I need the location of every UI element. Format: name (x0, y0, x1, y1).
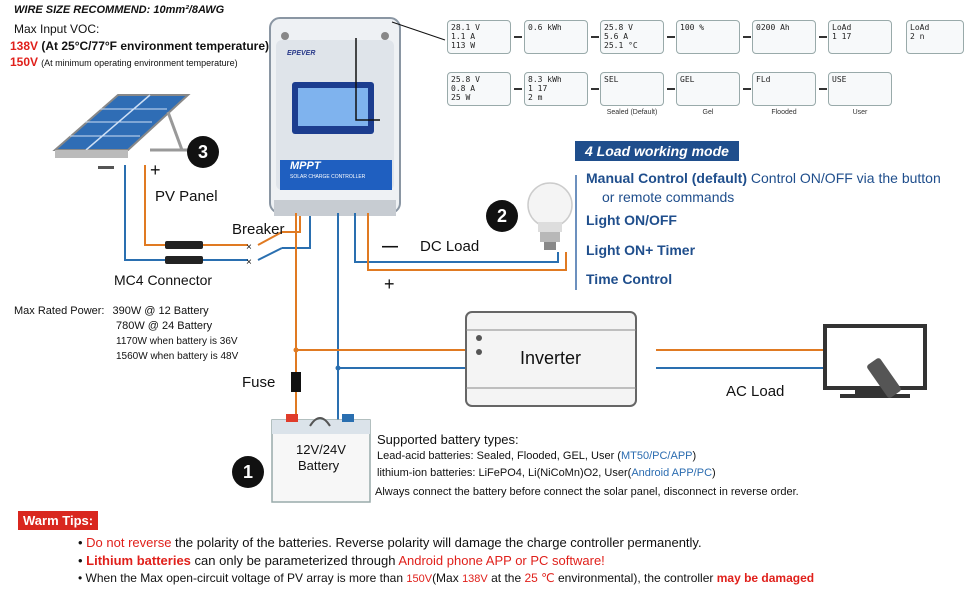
inverter-icon (465, 311, 637, 407)
max-rated-power: Max Rated Power: 390W @ 12 Battery 780W … (14, 304, 238, 364)
arrow-icon (514, 36, 522, 38)
load-mode-light-onoff: Light ON/OFF (586, 212, 677, 228)
load-mode-manual: Manual Control (default) Control ON/OFF … (586, 170, 941, 186)
warm-tip-1: • Do not reverse the polarity of the bat… (78, 535, 702, 550)
arrow-icon (667, 36, 675, 38)
light-bulb-icon (527, 182, 573, 250)
load-mode-manual-rest: Control ON/OFF via the button (747, 170, 941, 186)
warm-tips-title: Warm Tips: (18, 511, 99, 530)
battery-icon (271, 414, 371, 503)
svg-text:×: × (246, 257, 252, 268)
breaker-label: Breaker (232, 221, 285, 238)
charge-controller-icon (269, 17, 401, 216)
lcd-screen: 0.6 kWh (524, 20, 588, 54)
max-input-voc-label: Max Input VOC: (14, 22, 100, 36)
load-modes-title: 4 Load working mode (575, 141, 739, 161)
badge-1: 1 (232, 456, 264, 488)
voc-138-note: (At 25°C/77°F environment temperature) (41, 39, 270, 53)
arrow-icon (819, 36, 827, 38)
load-mode-light-timer: Light ON+ Timer (586, 242, 696, 258)
warm-tip-3: • When the Max open-circuit voltage of P… (78, 571, 815, 585)
voc-150-note: (At minimum operating environment temper… (41, 58, 238, 68)
battery-types-lead: Lead-acid batteries: Sealed, Flooded, GE… (377, 450, 697, 462)
controller-subtitle: SOLAR CHARGE CONTROLLER (290, 174, 366, 180)
badge-3: 3 (187, 136, 219, 168)
badge-2: 2 (486, 200, 518, 232)
dc-load-label: DC Load (420, 238, 480, 255)
arrow-icon (743, 88, 751, 90)
solar-panel-icon (52, 94, 191, 169)
ac-load-label: AC Load (726, 383, 785, 400)
power-36v: 1170W when battery is 36V (116, 336, 238, 347)
controller-brand: EPEVER (287, 50, 316, 57)
battery-voltage-label: 12V/24V (296, 442, 346, 457)
voc-150-line: 150V (At minimum operating environment t… (10, 55, 238, 70)
voc-138-line: 138V (At 25°C/77°F environment temperatu… (10, 39, 269, 53)
arrow-icon (667, 88, 675, 90)
arrow-icon (591, 88, 599, 90)
voc-138-value: 138V (10, 39, 39, 53)
power-12v: 390W @ 12 Battery (112, 305, 209, 317)
lcd-screen: 0200 Ah (752, 20, 816, 54)
power-24v: 780W @ 24 Battery (116, 320, 213, 332)
controller-model: MPPT (290, 160, 321, 172)
arrow-icon (591, 36, 599, 38)
dc-minus-label: — (382, 238, 398, 255)
battery-label: Battery (298, 458, 340, 473)
load-mode-manual-line2: or remote commands (602, 189, 735, 205)
svg-text:×: × (246, 242, 252, 253)
tv-icon (823, 324, 927, 398)
warm-tip-2: • Lithium batteries can only be paramete… (78, 553, 605, 568)
power-title: Max Rated Power: (14, 305, 105, 317)
inverter-label: Inverter (520, 348, 582, 368)
lcd-screen: 100 % (676, 20, 740, 54)
power-48v: 1560W when battery is 48V (116, 351, 239, 362)
arrow-icon (743, 36, 751, 38)
voc-150-value: 150V (10, 55, 39, 69)
dc-plus-label: + (384, 274, 395, 294)
battery-types-lithium: lithium-ion batteries: LiFePO4, Li(NiCoM… (377, 467, 716, 479)
battery-connect-note: Always connect the battery before connec… (375, 486, 799, 498)
battery-types-title: Supported battery types: (377, 432, 519, 447)
pv-panel-plus: + (150, 160, 161, 180)
wire-size-note: WIRE SIZE RECOMMEND: 10mm²/8AWG (14, 4, 225, 16)
mc4-label: MC4 Connector (114, 272, 213, 288)
arrow-icon (819, 88, 827, 90)
load-mode-manual-bold: Manual Control (default) (586, 170, 747, 186)
arrow-icon (514, 88, 522, 90)
fuse-label: Fuse (242, 374, 276, 391)
pv-panel-label: PV Panel (155, 188, 218, 205)
load-mode-time-control: Time Control (586, 271, 673, 287)
